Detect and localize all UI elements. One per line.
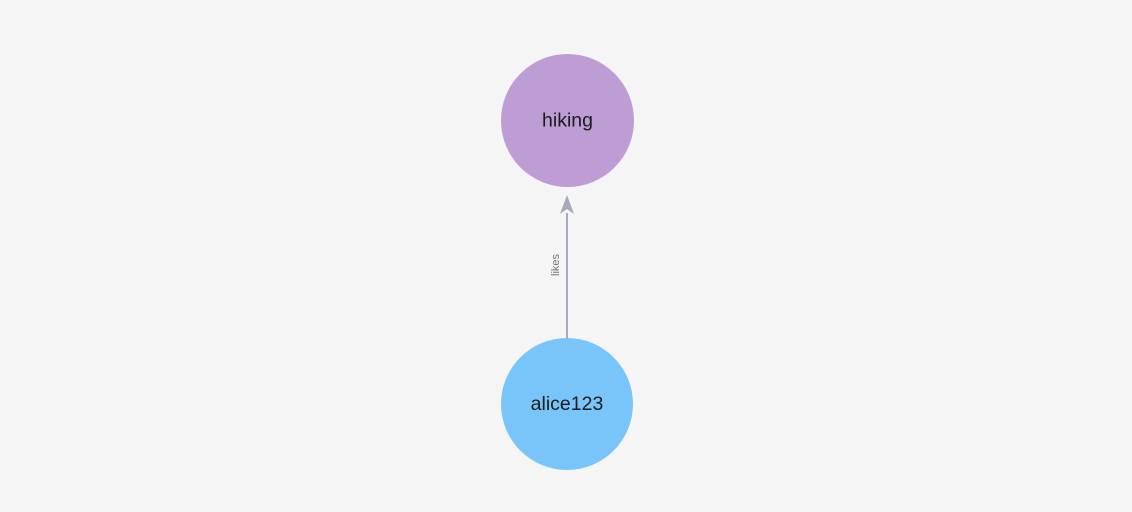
node-layer: hiking alice123 <box>501 54 634 470</box>
node-alice123-circle[interactable] <box>501 338 633 470</box>
node-alice123-label: alice123 <box>531 393 604 415</box>
edge-label-likes: likes <box>550 254 562 277</box>
edge-layer: likes <box>550 195 574 338</box>
arrowhead-icon <box>560 195 574 214</box>
node-hiking-label: hiking <box>542 110 593 132</box>
node-alice123[interactable]: alice123 <box>501 338 633 470</box>
node-hiking-circle[interactable] <box>501 54 634 187</box>
node-hiking[interactable]: hiking <box>501 54 634 187</box>
edge-alice123-likes-hiking[interactable]: likes <box>550 195 574 338</box>
